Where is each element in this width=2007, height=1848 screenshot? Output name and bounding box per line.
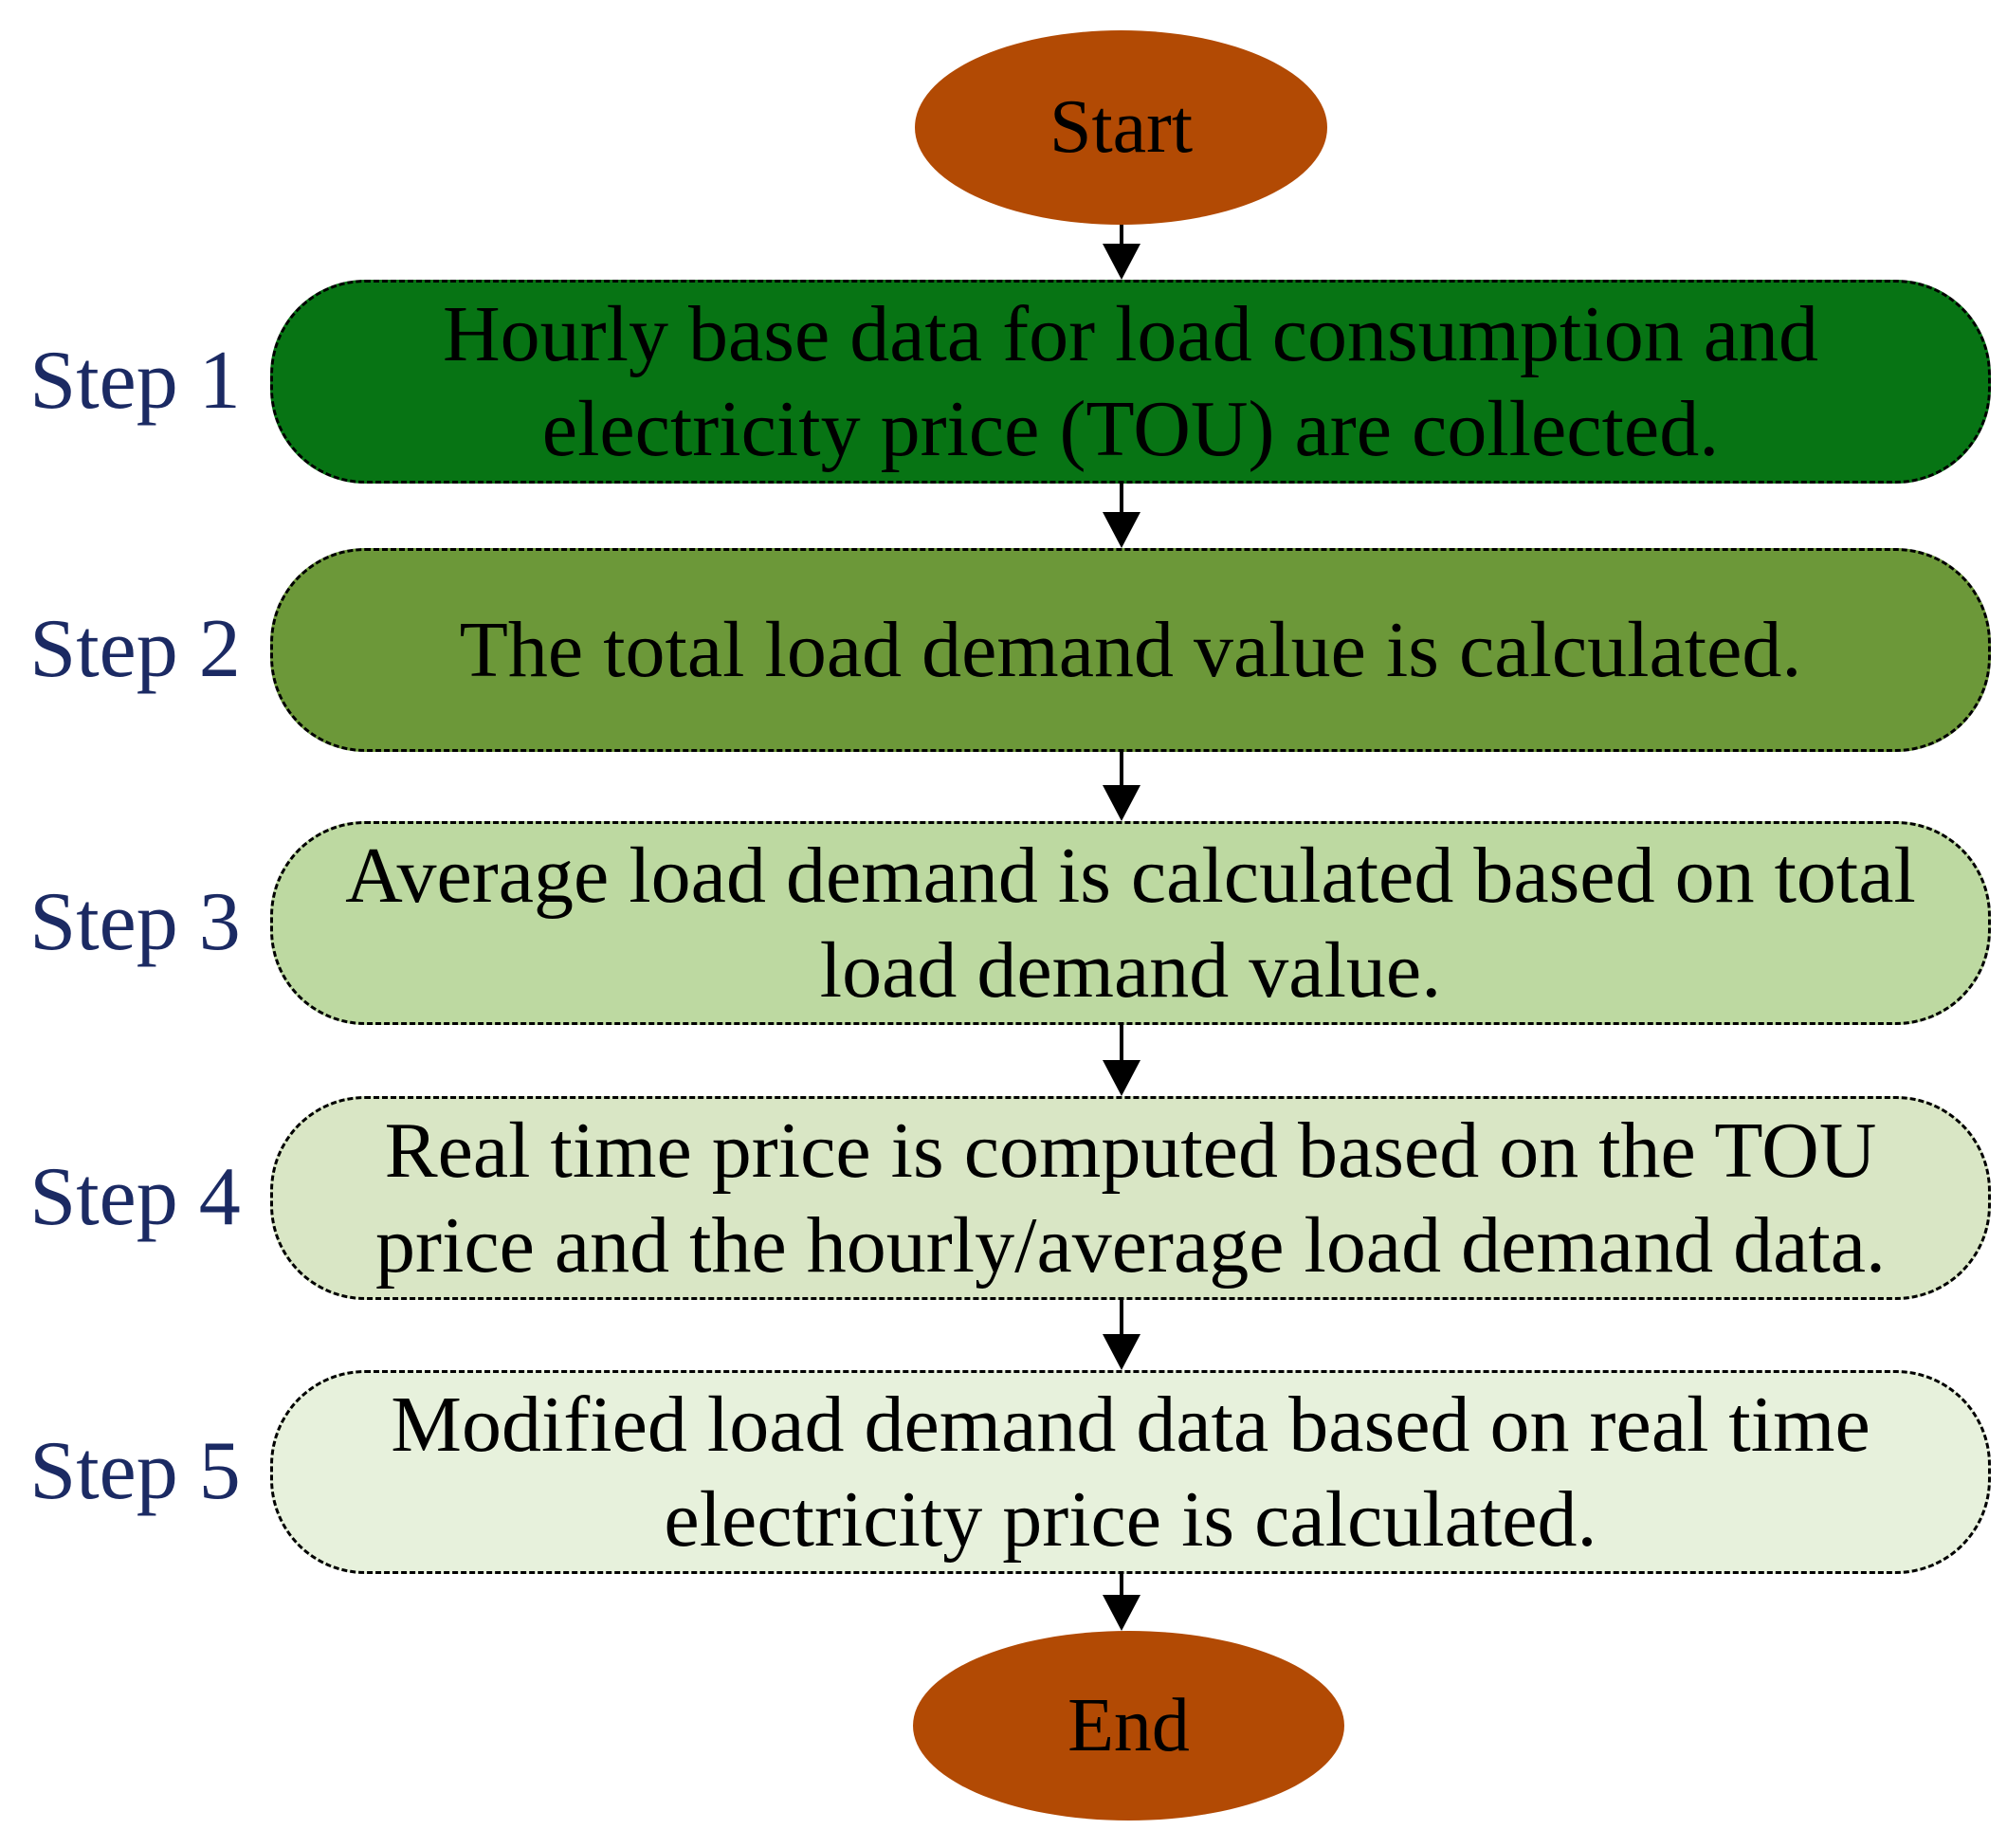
arrow-step1-to-step2 (1103, 484, 1140, 548)
end-node: End (913, 1631, 1344, 1821)
step-1-label: Step 1 (29, 335, 241, 427)
arrow-head-icon (1103, 785, 1140, 821)
arrow-step5-to-end (1103, 1574, 1140, 1631)
end-label: End (1067, 1683, 1190, 1767)
step-3-label: Step 3 (29, 876, 241, 968)
step-3-box: Average load demand is calculated based … (270, 821, 1991, 1025)
step-2-box: The total load demand value is calculate… (270, 548, 1991, 752)
step-5-box: Modified load demand data based on real … (270, 1370, 1991, 1574)
step-5-text: Modified load demand data based on real … (391, 1381, 1870, 1564)
arrow-shaft (1120, 1300, 1123, 1342)
arrow-shaft (1120, 1025, 1123, 1068)
step-1-box: Hourly base data for load consumption an… (270, 280, 1991, 484)
step-3-text: Average load demand is calculated based … (345, 832, 1916, 1015)
arrow-step4-to-step5 (1103, 1300, 1140, 1370)
arrow-head-icon (1103, 1060, 1140, 1096)
start-node: Start (915, 30, 1327, 225)
step-4-label: Step 4 (29, 1151, 241, 1243)
arrow-shaft (1120, 484, 1123, 520)
arrow-step3-to-step4 (1103, 1025, 1140, 1096)
step-4-box: Real time price is computed based on the… (270, 1096, 1991, 1300)
arrow-start-to-step1 (1103, 225, 1140, 280)
step-1-text: Hourly base data for load consumption an… (443, 290, 1818, 473)
arrow-head-icon (1103, 244, 1140, 280)
step-5-label: Step 5 (29, 1425, 241, 1517)
step-2-label: Step 2 (29, 603, 241, 695)
arrow-head-icon (1103, 1595, 1140, 1631)
arrow-shaft (1120, 752, 1123, 793)
arrow-shaft (1120, 1574, 1123, 1602)
arrow-shaft (1120, 225, 1123, 251)
arrow-head-icon (1103, 1334, 1140, 1370)
arrow-step2-to-step3 (1103, 752, 1140, 821)
step-2-text: The total load demand value is calculate… (459, 605, 1802, 694)
start-label: Start (1049, 85, 1194, 169)
step-4-text: Real time price is computed based on the… (375, 1107, 1886, 1290)
arrow-head-icon (1103, 512, 1140, 548)
